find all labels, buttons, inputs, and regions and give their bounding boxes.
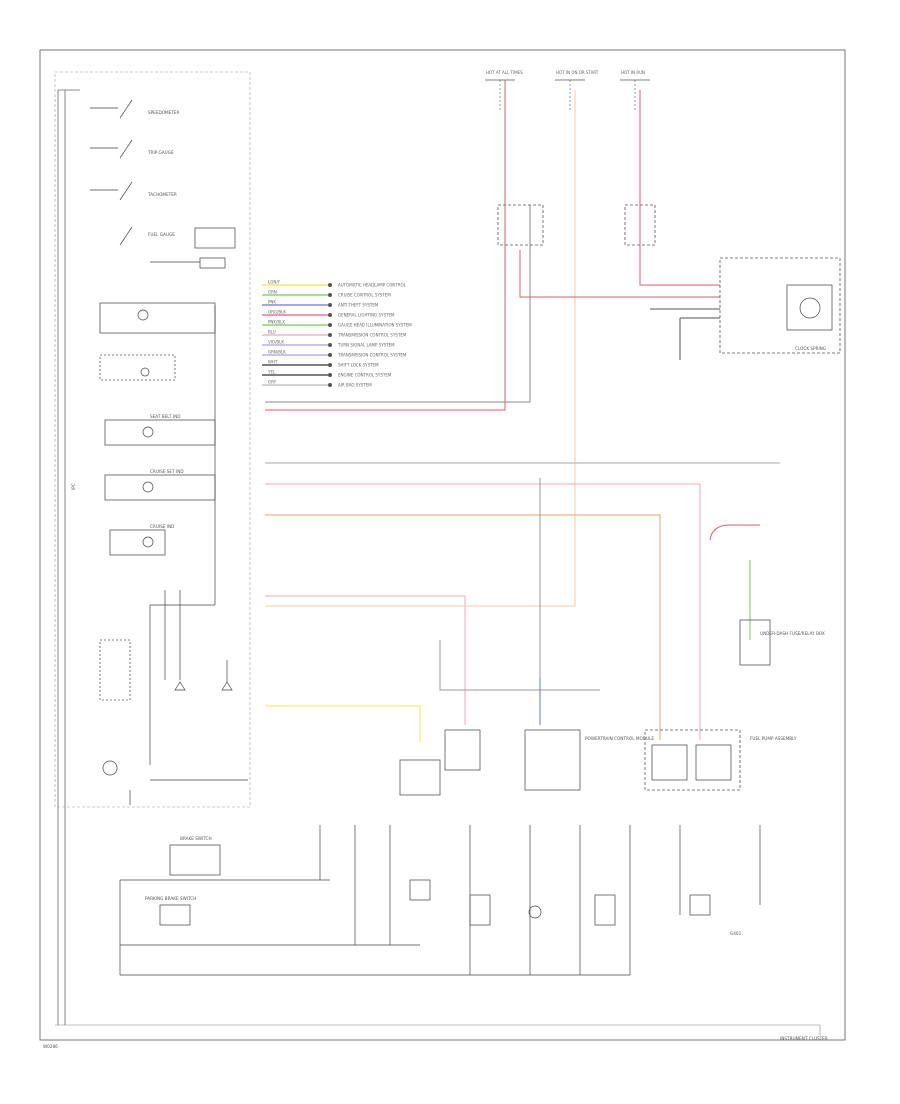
connector-pin [328,323,332,327]
clock-spring-label: CLOCK SPRING [795,346,826,351]
connector-pin [328,343,332,347]
lamp-seat-belt: SEAT BELT IND [150,414,181,419]
source-label: HOT AT ALL TIMES [486,70,523,75]
wire-orange-source [265,90,576,607]
parking-brake-label: PARKING BRAKE SWITCH [145,896,196,901]
wire-gray-sensor [439,640,600,691]
pcm-label: POWERTRAIN CONTROL MODULE [585,736,654,741]
connector-wire-label: TRANSMISSION CONTROL SYSTEM [337,353,407,358]
instrument-cluster-box [54,71,251,808]
relay-box-right [624,204,656,246]
fuel-pump-label: FUEL PUMP ASSEMBLY [750,736,797,741]
wire-black-ground [679,317,720,360]
connector-wire-color: BLU [268,330,276,335]
lamp-group: SEAT BELT IND CRUISE SET IND CRUISE IND [99,302,248,805]
gauge-group: SPEEDOMETER TRIP GAUGE TACHOMETER FUEL G… [90,99,236,269]
connector-wire-color: VIO/BLK [268,340,284,345]
connector-wire-label: GAUGE HEAD ILLUMINATION SYSTEM [338,323,412,328]
connector-wire-label: ENGINE CONTROL SYSTEM [338,373,392,378]
relay-box-left [497,204,544,246]
wire-harness [265,80,780,742]
lamp-cruise-set: CRUISE SET IND [150,469,184,474]
gauge-trip: TRIP GAUGE [147,150,174,155]
connector-wire-label: GENERAL LIGHTING SYSTEM [338,313,395,318]
connector-pin [328,353,332,357]
wire-yellow [265,705,421,742]
gauge-fuel: FUEL GAUGE [148,232,175,237]
gauge-speedometer: SPEEDOMETER [148,110,179,115]
source-label: HOT IN RUN [621,70,645,75]
connector-pin [328,333,332,337]
connector-pin [328,313,332,317]
power-sources: HOT AT ALL TIMES HOT IN ON OR START HOT IN… [485,70,650,110]
sensor-box [444,729,481,771]
connector-wire-color: LGN/Y [268,280,281,285]
gauge-fuse-label: UNDER-DASH FUSE/RELAY BOX [760,631,825,636]
diagram-frame [39,49,846,1041]
sensor-box-2 [399,759,441,796]
gauge-tachometer: TACHOMETER [147,192,177,197]
ground-label: G401 [730,931,742,936]
under-dash-fuse-box [739,619,771,666]
connector-wire-color: YEL [267,370,276,375]
connector-wire-color: GRY [268,380,277,385]
connector-pin [328,303,332,307]
cluster-side-label: IPC [71,483,76,490]
connector-wire-color: ORG/BLK [268,310,286,315]
connector-wire-color: WHT [268,360,278,365]
clock-spring: CLOCK SPRING [719,257,841,354]
footer-code: W0286 [43,1044,58,1049]
source-label: HOT IN ON OR START [556,70,599,75]
connector-pin [328,383,332,387]
fuel-pump-assembly [644,729,741,791]
connector-wire-color: PNK/BLK [268,320,285,325]
connector-wire-color: GRN/BLK [268,350,286,355]
connector-wire-label: TURN SIGNAL LAMP SYSTEM [337,343,395,348]
connector-pin [328,283,332,287]
wire-pink-long [265,483,701,740]
connector-wire-label: ANTI-THEFT SYSTEM [338,303,379,308]
lamp-cruise: CRUISE IND [150,524,174,529]
cluster-connector: AUTOMATIC HEADLAMP CONTROL LGN/Y CRUISE CO… [262,280,412,388]
connector-wire-label: SHIFT LOCK SYSTEM [338,363,379,368]
wire-pink-sensor [265,595,466,725]
brake-switch-label: BRAKE SWITCH [180,836,212,841]
connector-wire-color: GRN [268,290,277,295]
connector-pin [328,373,332,377]
fuel-gauge-box [194,227,236,249]
wire-red-curve [709,524,760,541]
right-components: UNDER-DASH FUSE/RELAY BOX FUEL PUMP ASSE… [399,619,825,796]
connector-pin [328,293,332,297]
connector-wire-label: CRUISE CONTROL SYSTEM [338,293,391,298]
wire-orange-long [265,514,661,740]
connector-pin [328,363,332,367]
connector-wire-label: AUTOMATIC HEADLAMP CONTROL [338,283,407,288]
connector-wire-label: TRANSMISSION CONTROL SYSTEM [337,333,407,338]
wire-red-thick [519,250,720,298]
footer-title: INSTRUMENT CLUSTER [780,1036,828,1041]
connector-wire-color: PNK [268,300,276,305]
wire-black-relay [265,205,531,403]
bottom-switches: BRAKE SWITCH PARKING BRAKE SWITCH G401 [119,825,761,976]
wire-red-main [265,80,506,411]
top-relays [497,204,656,246]
wire-red-right [639,90,720,286]
pcm-box [524,729,581,791]
connector-wire-label: AIR BAG SYSTEM [338,383,372,388]
